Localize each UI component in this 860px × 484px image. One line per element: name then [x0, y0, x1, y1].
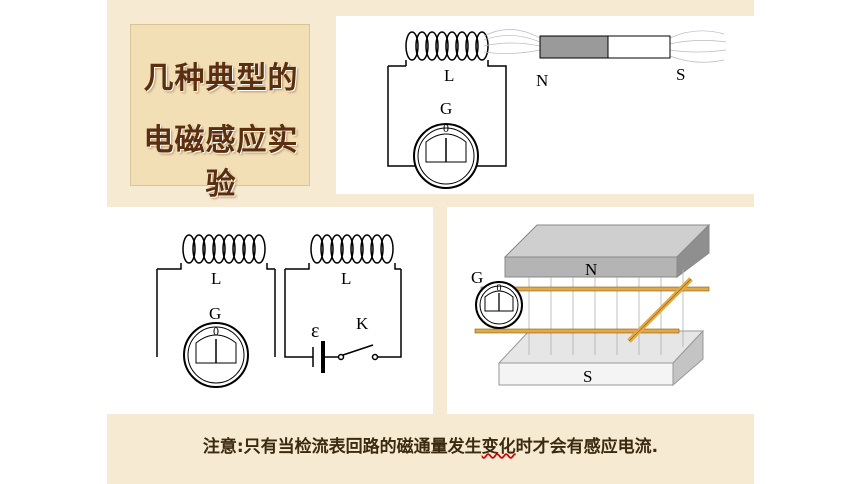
coil-label: L: [444, 66, 454, 85]
emf-label: ε: [311, 320, 319, 342]
magnetic-field-lines: [483, 29, 727, 63]
left-galvanometer[interactable]: 0: [183, 322, 249, 388]
title-box: 几种典型的 电磁感应实验: [130, 24, 310, 202]
left-galvanometer-zero: 0: [213, 324, 219, 338]
magnet-north-label: N: [536, 71, 548, 90]
magnet-south-pole[interactable]: [607, 35, 671, 59]
magnet-north-pole[interactable]: [539, 35, 609, 59]
left-coil-circuit: [156, 234, 276, 357]
rails-galvanometer[interactable]: 0: [475, 281, 523, 329]
left-coil-label: L: [211, 269, 221, 288]
north-label: N: [585, 260, 597, 279]
experiment-rails-magnet: N S 0 G: [471, 223, 711, 387]
note-underlined-word: 变化: [481, 437, 516, 457]
switch-k[interactable]: [337, 344, 379, 361]
magnet-south-label: S: [676, 65, 685, 84]
galvanometer[interactable]: 0: [413, 121, 479, 189]
note-text-b: 时才会有感应电流.: [515, 437, 659, 457]
title-line-1: 几种典型的: [143, 61, 299, 96]
right-coil-circuit: [284, 234, 402, 358]
rails-galvanometer-label: G: [471, 268, 483, 287]
battery: [312, 341, 325, 373]
galvanometer-label: G: [440, 99, 452, 118]
note-text: 注意:只有当检流表回路的磁通量发生变化时才会有感应电流.: [107, 430, 754, 464]
south-magnet: [497, 329, 705, 387]
galvanometer-zero: 0: [443, 121, 449, 135]
note-prefix: 注意:: [202, 437, 244, 457]
switch-label: K: [356, 314, 369, 333]
coil: [387, 31, 507, 167]
note-text-a: 只有当检流表回路的磁通量发生: [243, 437, 482, 457]
rails-galvanometer-zero: 0: [497, 283, 502, 294]
left-galvanometer-label: G: [209, 304, 221, 323]
experiment-magnet-coil: L N S 0 G: [387, 29, 727, 189]
title-line-2: 电磁感应实验: [143, 123, 299, 202]
experiment-two-coils: 0 L G L ε K: [156, 234, 402, 388]
rails: [474, 286, 710, 334]
south-label: S: [583, 367, 592, 386]
north-magnet: [503, 223, 711, 278]
right-coil-label: L: [341, 269, 351, 288]
panel-middle-left: [107, 207, 433, 414]
